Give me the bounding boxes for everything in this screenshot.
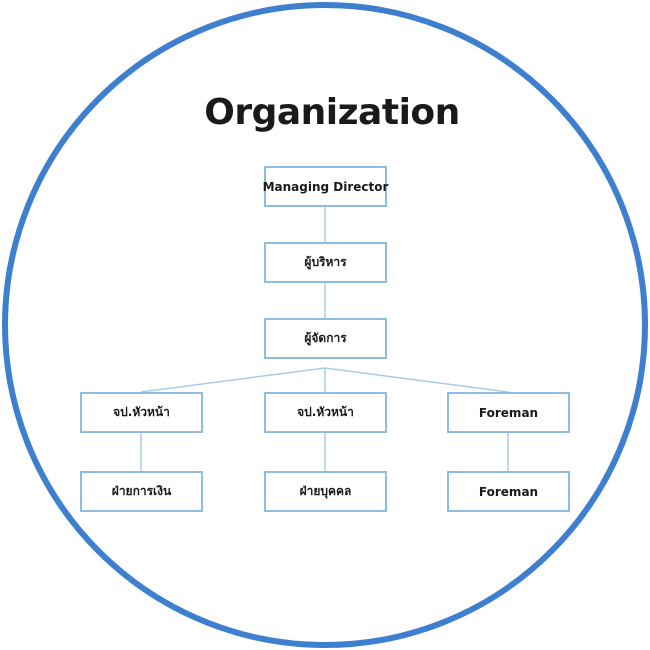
connector-mgr-right xyxy=(324,367,509,393)
node-supervisor-center: จป.หัวหน้า xyxy=(264,392,387,433)
connector-mgr-left xyxy=(140,367,326,393)
node-foreman-bottom: Foreman xyxy=(447,471,570,512)
node-manager: ผู้จัดการ xyxy=(264,318,387,359)
node-managing-director: Managing Director xyxy=(263,166,388,207)
node-supervisor-left: จป.หัวหน้า xyxy=(80,392,203,433)
node-executive: ผู้บริหาร xyxy=(264,242,387,283)
node-finance: ฝ่ายการเงิน xyxy=(80,471,203,512)
page-title: Organization xyxy=(204,92,460,133)
node-foreman-right: Foreman xyxy=(447,392,570,433)
node-personnel: ฝ่ายบุคคล xyxy=(264,471,387,512)
